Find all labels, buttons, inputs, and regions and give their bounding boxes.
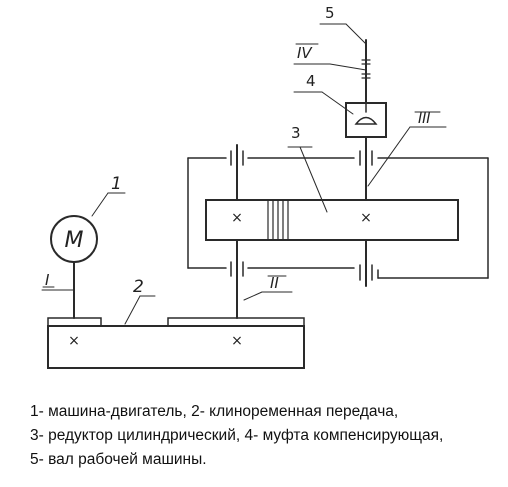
label-4: 4 (306, 72, 316, 90)
shaft-label-I: I (45, 271, 50, 289)
legend: 1- машина-двигатель, 2- клиноременная пе… (30, 400, 500, 472)
legend-line-3: 5- вал рабочей машины. (30, 451, 207, 468)
kinematic-diagram: M 1 I × × 2 × × (41, 4, 489, 369)
electric-motor: M (50, 215, 98, 263)
axis-mark-pinion: × (231, 210, 243, 226)
axis-mark-wheel: × (360, 210, 372, 226)
legend-line-1: 1- машина-двигатель, 2- клиноременная пе… (30, 403, 399, 420)
axis-mark-gearbox-pulley: × (231, 333, 243, 349)
compensating-coupling (345, 102, 387, 138)
output-shaft (359, 137, 373, 287)
label-2: 2 (133, 277, 144, 297)
label-3: 3 (291, 124, 301, 142)
input-shaft (230, 144, 244, 319)
shaft-label-II: II (270, 274, 279, 292)
legend-line-2: 3- редуктор цилиндрический, 4- муфта ком… (30, 427, 444, 444)
shaft-label-III: III (418, 111, 430, 127)
motor-letter: M (65, 228, 84, 253)
label-1: 1 (111, 174, 122, 194)
shaft-label-IV: IV (297, 44, 313, 62)
label-5: 5 (325, 4, 335, 22)
axis-mark-motor-pulley: × (68, 333, 80, 349)
v-belt-drive: × × (47, 317, 305, 369)
cylindrical-gearbox: × × (187, 157, 489, 279)
working-machine-shaft (361, 39, 371, 104)
